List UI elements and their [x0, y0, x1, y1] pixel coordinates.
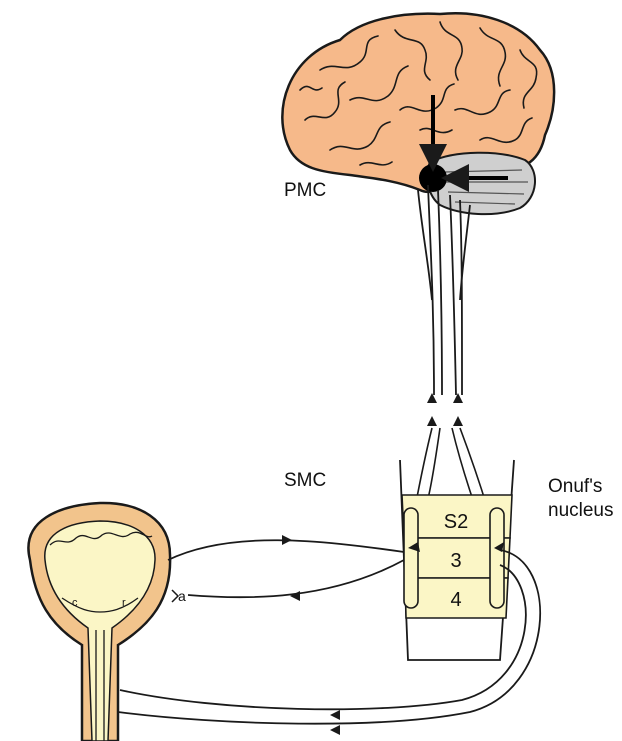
smc-label: SMC: [284, 470, 326, 491]
bladder-a-label: a: [178, 588, 186, 604]
tract-arrows: [427, 393, 463, 426]
bladder-c-label: c: [72, 597, 78, 609]
bladder-r-label: r: [122, 597, 126, 609]
pathway-arrows: [282, 535, 340, 735]
segment-3-label: 3: [450, 550, 461, 572]
segment-4-label: 4: [450, 589, 461, 611]
onuf-column-left: [404, 508, 418, 608]
onuf-label-line2: nucleus: [548, 500, 614, 521]
spinal-tracts: [418, 185, 470, 395]
bladder: c r a: [28, 503, 186, 741]
onuf-label-line1: Onuf's: [548, 476, 602, 497]
onuf-column-right: [490, 508, 504, 608]
segment-s2-label: S2: [444, 511, 468, 533]
pmc-nucleus-dot: [419, 164, 447, 192]
spinal-segments: S2 3 4: [400, 460, 514, 660]
pmc-label: PMC: [284, 180, 326, 201]
